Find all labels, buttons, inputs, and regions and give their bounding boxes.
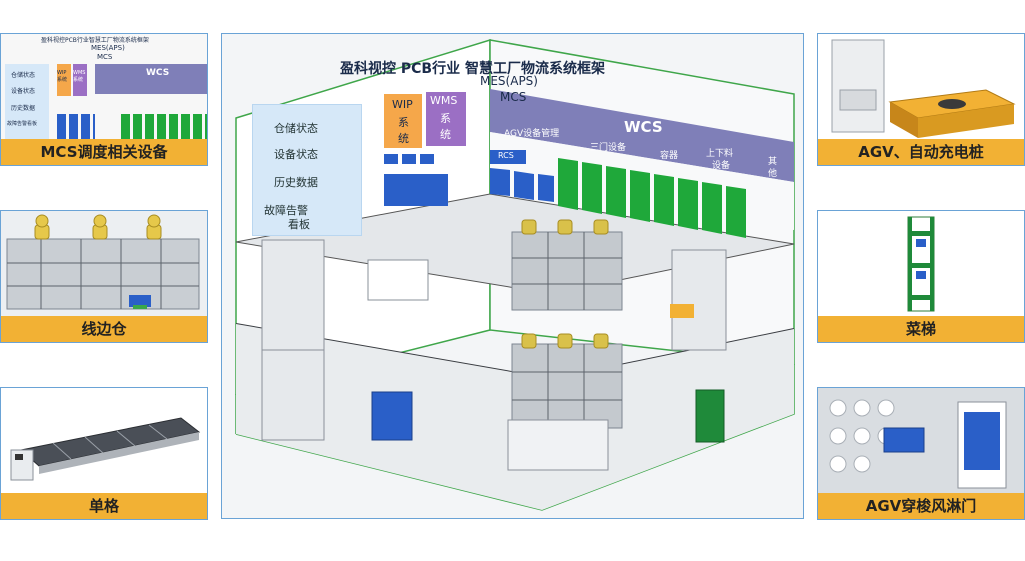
status-history: 历史数据 (274, 176, 318, 189)
wcs-other-1: 其 (768, 157, 778, 167)
mini-status-box (5, 64, 49, 140)
agv-panel[interactable]: AGV、自动充电桩 (817, 33, 1025, 166)
mini-status-1: 仓储状态 (11, 72, 36, 79)
elevator-image (907, 216, 935, 312)
mini-wip: WIP系统 (57, 70, 68, 83)
mini-blue-row (57, 114, 95, 140)
rcs-label: RCS (498, 151, 514, 160)
wcs-agv: AGV设备管理 (504, 129, 560, 139)
line-warehouse-thumbnail (1, 211, 207, 316)
air-shower-caption: AGV穿梭风淋门 (818, 493, 1024, 519)
mini-mes: MES(APS) (91, 44, 125, 52)
air-shower-thumbnail (818, 388, 1024, 493)
wip-label-1: WIP (392, 98, 413, 111)
wcs-three-door: 三门设备 (590, 143, 627, 153)
air-shower-image (818, 388, 1024, 493)
wip-label-3: 统 (398, 132, 409, 145)
wms-box (426, 92, 466, 146)
diagram-mes: MES(APS) (480, 74, 538, 88)
wcs-other-2: 他 (768, 169, 778, 179)
elevator-caption: 菜梯 (818, 316, 1024, 342)
single-cell-panel[interactable]: 单格 (0, 387, 208, 520)
single-cell-thumbnail (1, 388, 207, 493)
diagram-title: 盈科视控 PCB行业 智慧工厂物流系统框架 (340, 61, 605, 77)
rcs-box (490, 150, 526, 164)
mini-wcs: WCS (146, 68, 170, 78)
wcs-container: 容器 (660, 151, 679, 161)
wms-label-2: 系 (440, 112, 451, 125)
status-board: 看板 (288, 218, 310, 231)
mini-title: 盈科视控PCB行业智慧工厂物流系统框架 (41, 37, 149, 44)
single-cell-caption: 单格 (1, 493, 207, 519)
agv-charger-image (831, 39, 1016, 138)
mini-status-4: 故障告警看板 (7, 121, 38, 127)
mini-status-2: 设备状态 (11, 88, 36, 95)
line-warehouse-caption: 线边仓 (1, 316, 207, 342)
diagram-mcs: MCS (500, 90, 527, 104)
mcs-framework-thumbnail: 盈科视控PCB行业智慧工厂物流系统框架 MES(APS) MCS 仓储状态 设备… (1, 34, 207, 140)
wcs-equipment: 设备 (712, 161, 731, 171)
wms-label-1: WMS (430, 94, 458, 107)
mini-status-3: 历史数据 (11, 105, 36, 112)
factory-diagram: 盈科视控 PCB行业 智慧工厂物流系统框架 MES(APS) MCS 仓储状态 … (221, 33, 804, 519)
wcs-label: WCS (624, 118, 663, 136)
wip-label-2: 系 (398, 116, 409, 129)
mini-wms: WMS系统 (73, 70, 86, 83)
line-warehouse-image (6, 214, 200, 310)
wip-box (384, 94, 422, 148)
wms-label-3: 统 (440, 128, 451, 141)
air-shower-panel[interactable]: AGV穿梭风淋门 (817, 387, 1025, 520)
agv-caption: AGV、自动充电桩 (818, 139, 1024, 165)
status-equipment: 设备状态 (274, 148, 318, 161)
mini-green-row (121, 114, 207, 140)
mini-wms-box (73, 64, 87, 96)
mini-mcs: MCS (97, 53, 113, 61)
mini-wip-box (57, 64, 71, 96)
elevator-panel[interactable]: 菜梯 (817, 210, 1025, 343)
agv-thumbnail (818, 34, 1024, 139)
status-panel (252, 104, 362, 236)
status-alarm: 故障告警 (264, 204, 308, 217)
status-warehouse: 仓储状态 (274, 122, 318, 135)
line-warehouse-panel[interactable]: 线边仓 (0, 210, 208, 343)
wcs-loading: 上下料 (706, 149, 734, 159)
elevator-thumbnail (818, 211, 1024, 316)
mini-wcs-box (95, 64, 207, 94)
mcs-panel[interactable]: 盈科视控PCB行业智慧工厂物流系统框架 MES(APS) MCS 仓储状态 设备… (0, 33, 208, 166)
single-cell-image (10, 417, 201, 481)
mcs-caption: MCS调度相关设备 (1, 139, 207, 165)
